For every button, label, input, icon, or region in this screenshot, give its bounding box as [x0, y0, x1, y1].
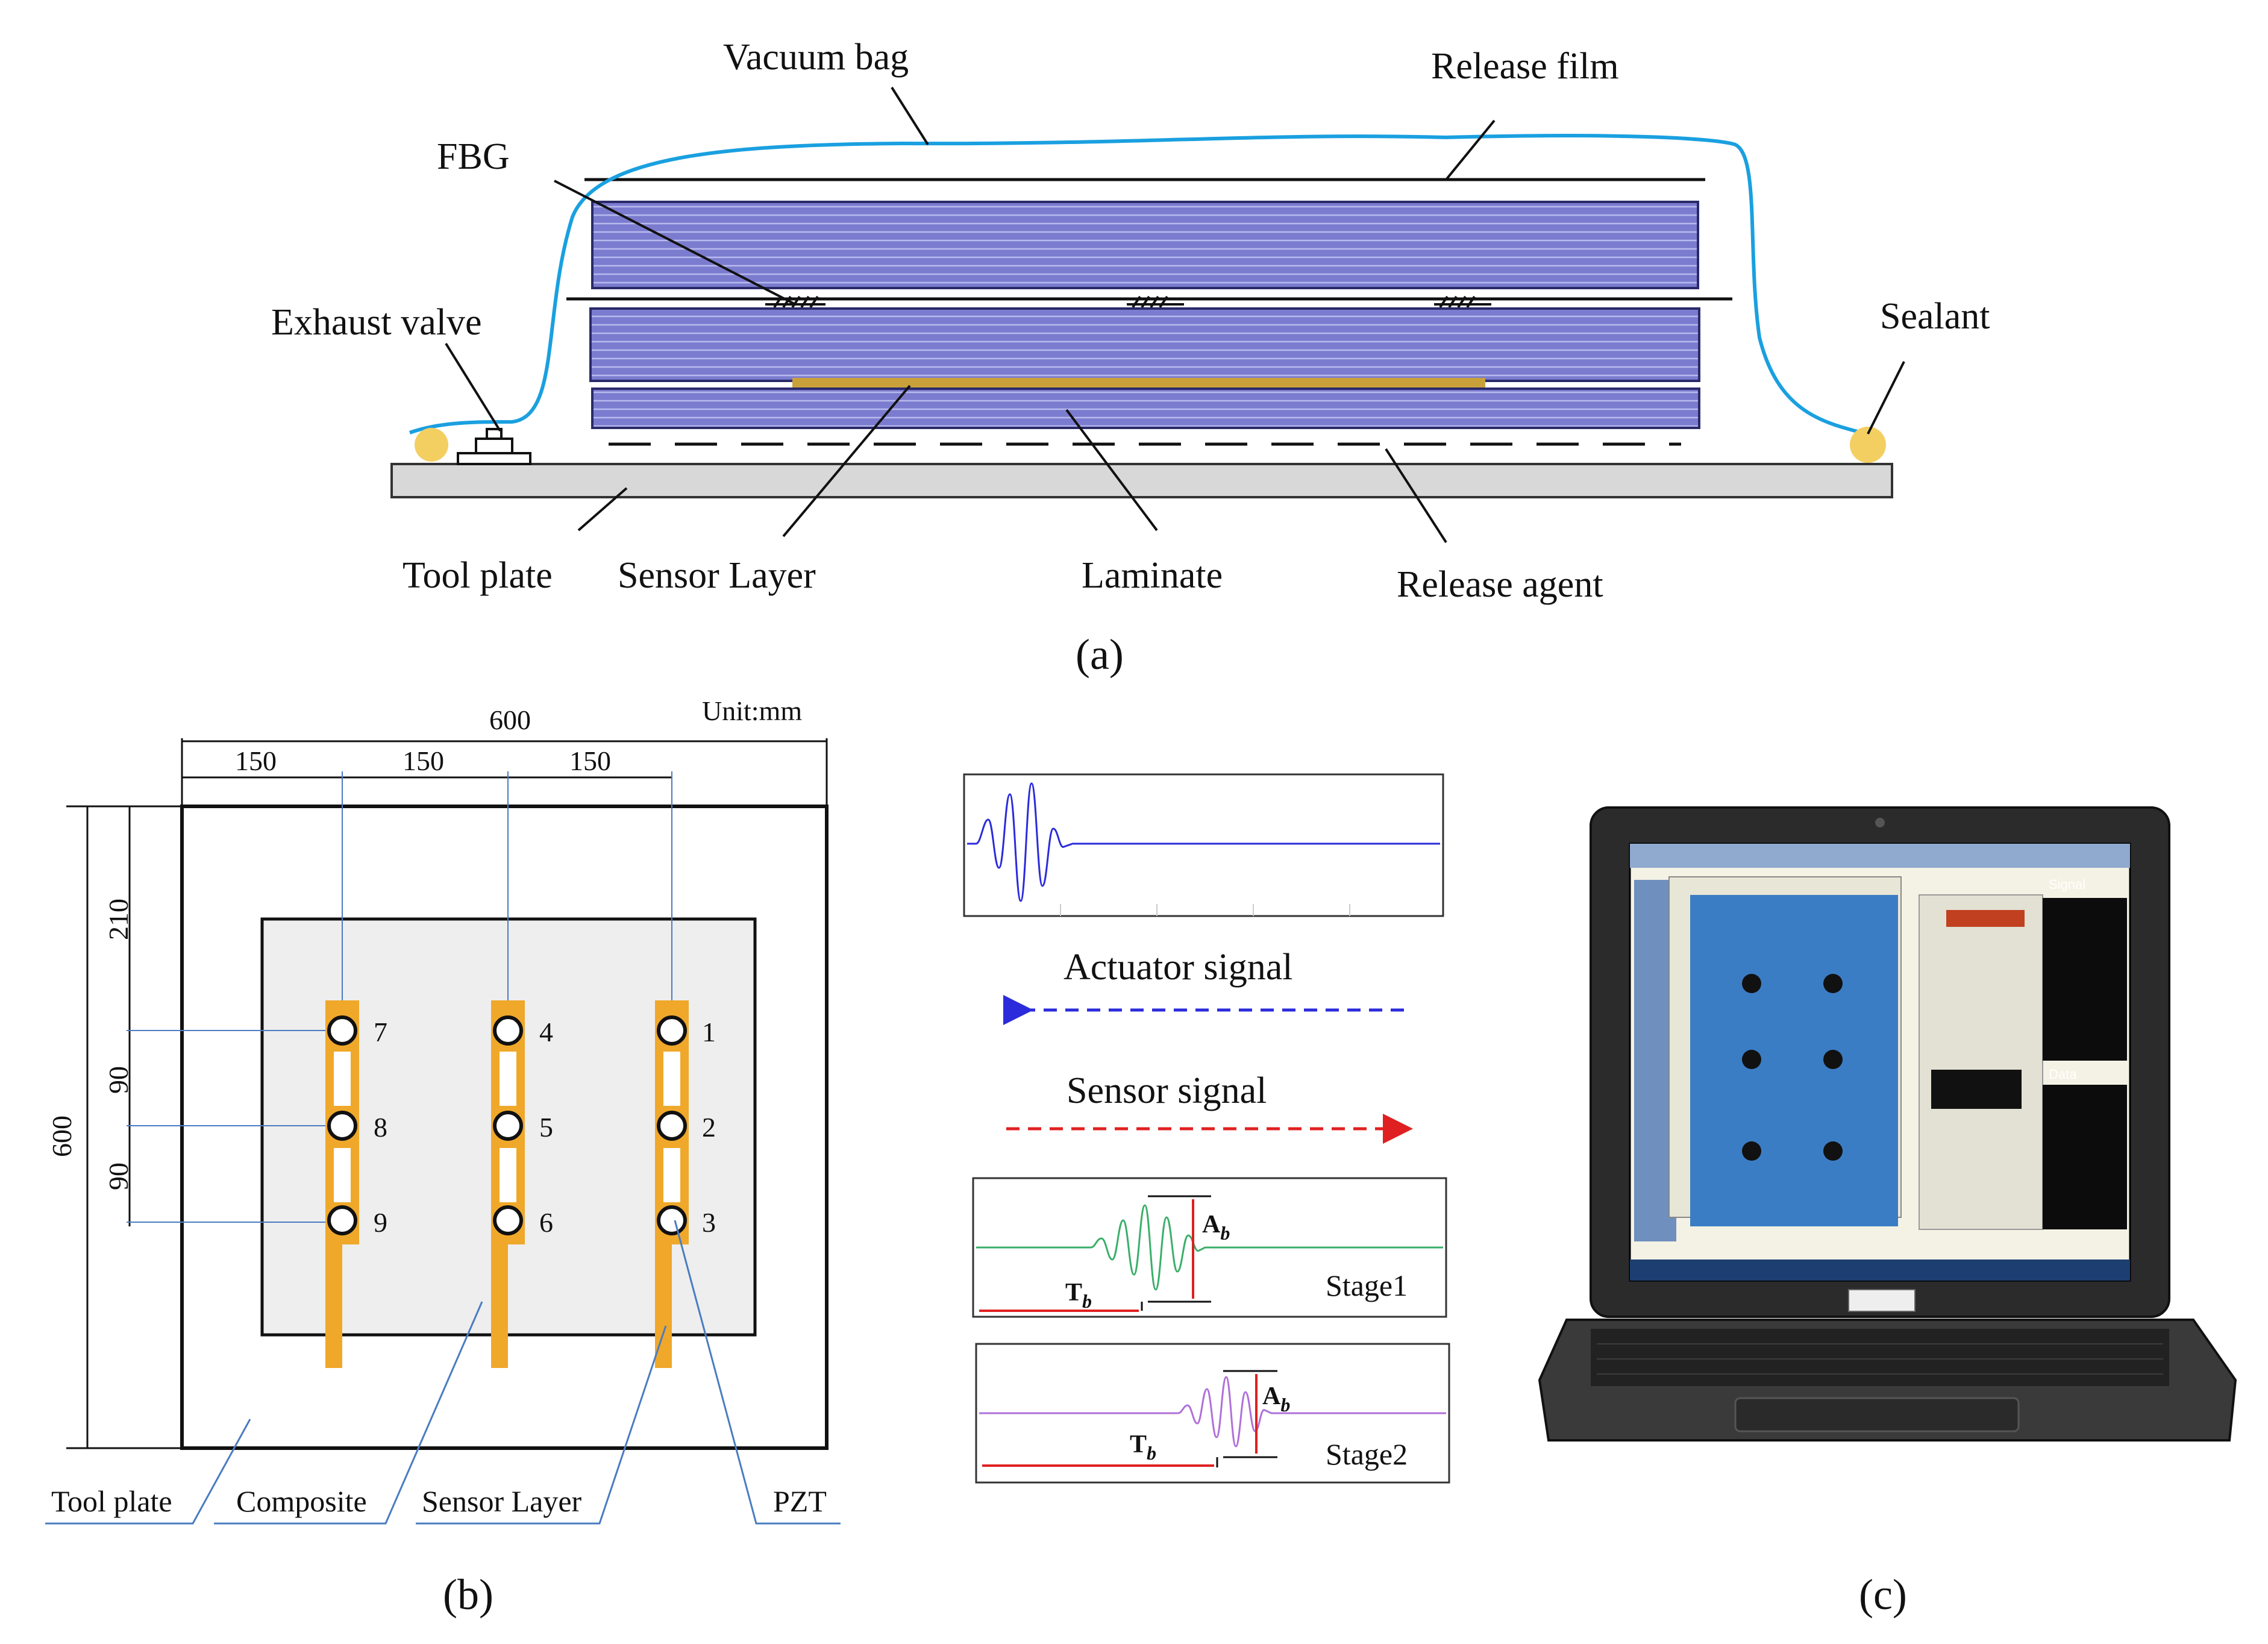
label-pzt: PZT [773, 1484, 827, 1518]
screen-titlebar [1630, 844, 2130, 868]
dim-spacing-3: 150 [569, 745, 611, 776]
pzt-discs [327, 1015, 687, 1235]
caption-a: (a) [1076, 630, 1124, 679]
actuator-waveform [967, 782, 1440, 902]
actuator-grid [1060, 904, 1350, 916]
dim-total-width: 600 [489, 704, 531, 735]
laminate-top [591, 201, 1699, 289]
screen-signal-title: Signal [2049, 877, 2085, 892]
dim-total-height: 600 [46, 1115, 77, 1157]
screen-signal-plot-top [2043, 898, 2127, 1061]
label-sealant: Sealant [1880, 296, 1990, 337]
laptop-keyboard [1591, 1329, 2169, 1386]
screen-pzt-dots [1742, 974, 1843, 1161]
unit-label: Unit:mm [702, 695, 802, 726]
stage1-label: Stage1 [1326, 1269, 1408, 1302]
label-sensor-layer-b: Sensor Layer [422, 1484, 582, 1518]
sealant-right [1850, 427, 1886, 463]
laminate-bottom [591, 387, 1700, 429]
pzt-2 [657, 1111, 687, 1141]
sealant-left [415, 428, 448, 462]
panel-b-leaders [45, 1220, 841, 1525]
pzt-3 [657, 1205, 687, 1235]
pzt-5 [493, 1111, 523, 1141]
stage2-amplitude-guides [1216, 1370, 1277, 1467]
pzt-number-5: 5 [539, 1112, 553, 1143]
screen-data-title: Data [2049, 1067, 2077, 1082]
screen-plate-view [1690, 895, 1898, 1226]
caption-b: (b) [443, 1570, 493, 1619]
label-fbg: FBG [437, 136, 510, 177]
pzt-7 [327, 1015, 357, 1046]
pzt-number-7: 7 [374, 1017, 387, 1047]
label-tool-plate-b: Tool plate [51, 1484, 172, 1518]
pzt-number-2: 2 [702, 1112, 716, 1143]
screen-control-panel [1919, 894, 2043, 1230]
tool-plate-bar [390, 463, 1893, 498]
dim-spacing-2: 150 [403, 745, 444, 776]
stage1-time-label: Tb [1065, 1279, 1092, 1312]
pzt-1 [657, 1015, 687, 1046]
label-release-film: Release film [1431, 46, 1619, 87]
label-exhaust-valve: Exhaust valve [271, 302, 482, 343]
stage2-time-label: Tb [1130, 1431, 1156, 1464]
stage1-amplitude-guides [1141, 1195, 1211, 1311]
label-vacuum-bag: Vacuum bag [723, 37, 909, 78]
pzt-4 [493, 1015, 523, 1046]
pzt-number-6: 6 [539, 1207, 553, 1238]
pzt-6 [493, 1205, 523, 1235]
webcam-icon [1875, 818, 1885, 827]
panel-a: Vacuum bag Release film FBG Exhaust valv… [271, 37, 1990, 679]
dim-top-offset: 210 [103, 899, 134, 940]
laminate-middle [589, 307, 1700, 382]
laptop-touchpad [1734, 1397, 2020, 1432]
screen-taskbar [1630, 1260, 2130, 1281]
stage2-waveform [979, 1376, 1446, 1448]
panel-c-laptop: Signal Data (c) [1538, 806, 2237, 1619]
label-actuator-signal: Actuator signal [1064, 947, 1293, 988]
laptop-logo-badge [1848, 1289, 1916, 1312]
dim-row-gap-2: 90 [103, 1162, 134, 1190]
pzt-number-4: 4 [539, 1017, 553, 1047]
panel-b: 600 Unit:mm 150 150 150 600 210 90 90 [45, 695, 841, 1619]
pzt-number-1: 1 [702, 1017, 716, 1047]
screen-mini-plot [1931, 1070, 2022, 1109]
label-sensor-layer-a: Sensor Layer [618, 555, 816, 596]
screen-colorbar [1946, 910, 2025, 927]
dim-row-gap-1: 90 [103, 1066, 134, 1094]
pzt-number-9: 9 [374, 1207, 387, 1238]
dimension-lines [66, 738, 828, 1449]
label-composite: Composite [236, 1484, 367, 1518]
label-tool-plate-a: Tool plate [403, 555, 553, 596]
label-sensor-signal: Sensor signal [1067, 1070, 1267, 1111]
vacuum-bag-line [409, 134, 1862, 435]
stage2-label: Stage2 [1326, 1437, 1408, 1471]
exhaust-valve-icon [457, 428, 531, 465]
stage2-amplitude-label: Ab [1262, 1382, 1290, 1416]
pzt-8 [327, 1111, 357, 1141]
pzt-9 [327, 1205, 357, 1235]
sensor-layer-strip [792, 378, 1485, 387]
dim-spacing-1: 150 [235, 745, 277, 776]
panel-a-leaders [445, 86, 1905, 544]
label-laminate: Laminate [1082, 555, 1223, 596]
screen-signal-plot-bottom [2043, 1085, 2127, 1229]
label-release-agent: Release agent [1397, 564, 1603, 605]
stage1-waveform [976, 1204, 1443, 1291]
signals-section: Actuator signal Sensor signal Ab Tb Stag… [963, 773, 1450, 1484]
keyboard-rows [1597, 1343, 2163, 1375]
caption-c: (c) [1859, 1570, 1907, 1619]
actuator-signal-box [963, 773, 1444, 917]
pzt-number-8: 8 [374, 1112, 387, 1143]
pzt-number-3: 3 [702, 1207, 716, 1238]
stage1-amplitude-label: Ab [1202, 1211, 1230, 1244]
